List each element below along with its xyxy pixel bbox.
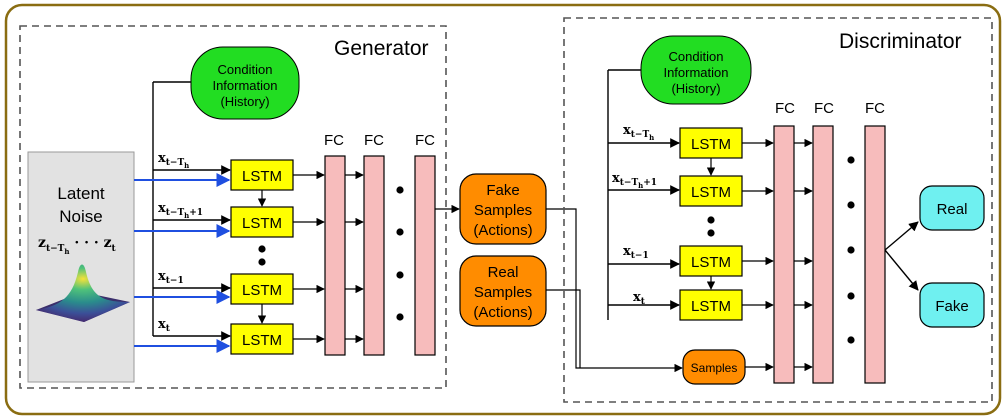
disc-lstm-4 xyxy=(679,289,743,321)
disc-fc-3 xyxy=(864,125,886,384)
svg-text:LSTM: LSTM xyxy=(242,282,282,299)
svg-text:Real: Real xyxy=(488,264,519,281)
svg-text:LSTM: LSTM xyxy=(691,298,731,315)
fake-samples-box: Fake Samples (Actions) xyxy=(459,173,547,245)
svg-text:FC: FC xyxy=(814,100,834,117)
sample-routing-wires xyxy=(546,208,683,373)
gaussian-surface-plot xyxy=(36,264,130,322)
latent-label-line2: Noise xyxy=(59,207,102,226)
discriminator-title: Discriminator xyxy=(839,30,962,53)
svg-text:LSTM: LSTM xyxy=(242,168,282,185)
gen-lstm-1 xyxy=(230,159,294,191)
generator-panel: Generator Latent Noise zt−Th · · · zt Co… xyxy=(19,25,447,389)
svg-text:LSTM: LSTM xyxy=(242,215,282,232)
disc-fc-2 xyxy=(812,125,834,384)
disc-condition-wires xyxy=(607,69,680,320)
svg-text:FC: FC xyxy=(415,132,435,149)
disc-fc-1 xyxy=(773,125,795,384)
svg-text:LSTM: LSTM xyxy=(691,254,731,271)
svg-text:Samples: Samples xyxy=(474,202,532,219)
svg-text:Samples: Samples xyxy=(474,284,532,301)
svg-text:(Actions): (Actions) xyxy=(473,222,532,239)
svg-text:LSTM: LSTM xyxy=(242,332,282,349)
svg-text:Samples: Samples xyxy=(691,361,738,375)
svg-text:FC: FC xyxy=(775,100,795,117)
disc-lstm-3 xyxy=(679,245,743,277)
svg-text:Real: Real xyxy=(937,201,968,218)
disc-condition-info: Condition Information (History) xyxy=(640,35,752,105)
gen-lstm-2 xyxy=(230,206,294,238)
svg-text:Fake: Fake xyxy=(486,182,519,199)
svg-text:FC: FC xyxy=(364,132,384,149)
gen-lstm-stack: LSTM LSTM LSTM LSTM xyxy=(230,159,294,355)
gen-fc-2 xyxy=(363,155,385,356)
generator-condition-wires xyxy=(152,81,231,341)
generator-condition-info: Condition Information (History) xyxy=(190,46,300,120)
gen-fc-layers: FC FC FC xyxy=(324,132,436,356)
svg-text:FC: FC xyxy=(865,100,885,117)
gen-fc-1 xyxy=(324,155,346,356)
disc-lstm-2 xyxy=(679,175,743,207)
latent-noise-panel: Latent Noise zt−Th · · · zt xyxy=(27,151,135,383)
svg-text:LSTM: LSTM xyxy=(691,184,731,201)
gen-fc-3 xyxy=(414,155,436,356)
svg-text:LSTM: LSTM xyxy=(691,136,731,153)
disc-samples-box: Samples xyxy=(682,349,746,385)
svg-text:(History): (History) xyxy=(671,81,720,96)
noise-arrows xyxy=(134,173,231,353)
output-fake: Fake xyxy=(919,282,985,328)
svg-text:Fake: Fake xyxy=(935,298,968,315)
svg-text:FC: FC xyxy=(324,132,344,149)
svg-text:Information: Information xyxy=(212,78,277,93)
real-samples-box: Real Samples (Actions) xyxy=(459,255,547,327)
disc-fc-layers: FC FC FC xyxy=(773,100,886,384)
svg-text:Condition: Condition xyxy=(218,62,273,77)
svg-text:(Actions): (Actions) xyxy=(473,304,532,321)
svg-text:(History): (History) xyxy=(220,94,269,109)
generator-title: Generator xyxy=(334,37,429,60)
svg-text:Information: Information xyxy=(663,65,728,80)
disc-lstm-stack: LSTM LSTM LSTM LSTM xyxy=(679,127,743,321)
svg-text:Condition: Condition xyxy=(669,49,724,64)
output-real: Real xyxy=(919,185,985,231)
latent-label-line1: Latent xyxy=(57,184,105,203)
